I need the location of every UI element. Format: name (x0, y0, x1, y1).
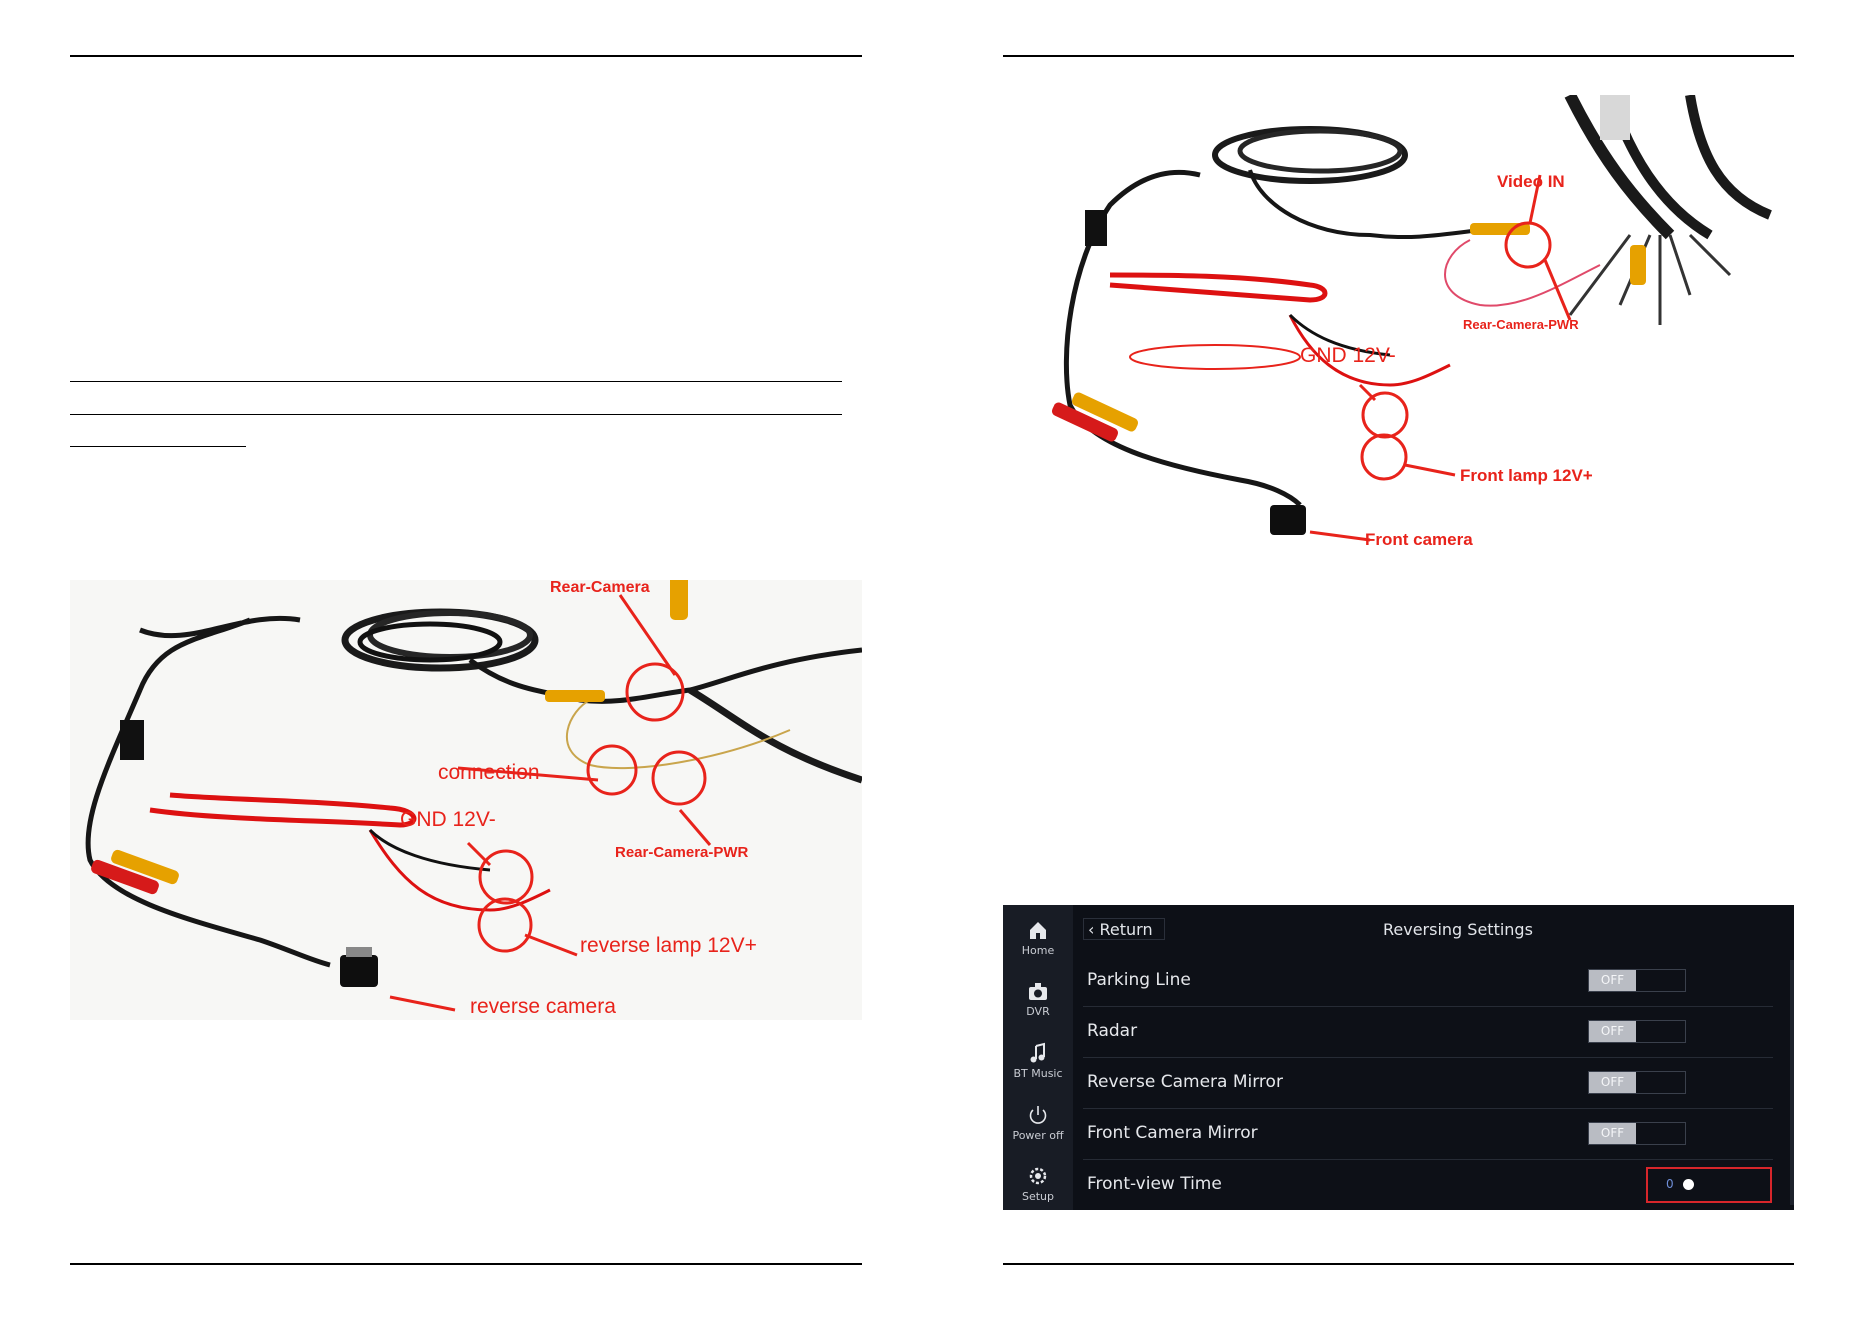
scrollbar[interactable] (1790, 960, 1794, 1205)
reverse-camera-wiring-illustration (85, 580, 862, 1012)
label-rear-camera-pwr: Rear-Camera-PWR (615, 844, 749, 861)
slider-knob[interactable] (1683, 1179, 1694, 1190)
sidebar-nav: Home DVR BT Music Power off Setup (1003, 905, 1073, 1210)
sidebar-item-dvr[interactable]: DVR (1003, 980, 1073, 1018)
reversing-settings-screen: Home DVR BT Music Power off Setup ‹ Retu… (1003, 905, 1794, 1210)
label-connection: connection (438, 761, 540, 784)
left-page-bottom-rule (70, 1263, 862, 1265)
setting-label: Parking Line (1087, 970, 1191, 990)
setting-label: Front-view Time (1087, 1174, 1222, 1194)
parking-line-toggle[interactable]: OFF (1588, 969, 1686, 992)
sidebar-item-label: BT Music (1013, 1067, 1063, 1080)
dvr-camera-icon (1029, 983, 1047, 1000)
sidebar-item-bt-music[interactable]: BT Music (1003, 1042, 1073, 1080)
sidebar-item-home[interactable]: Home (1003, 919, 1073, 957)
home-icon (1030, 922, 1046, 939)
setting-row-front-camera-mirror: Front Camera Mirror OFF (1083, 1108, 1773, 1160)
slider-value: 0 (1666, 1177, 1674, 1191)
sidebar-item-label: Setup (1021, 1190, 1055, 1203)
return-label: Return (1099, 920, 1153, 939)
return-button[interactable]: ‹ Return (1083, 918, 1165, 940)
setup-gear-icon (1029, 1167, 1047, 1185)
front-camera-wiring-illustration (1051, 95, 1772, 542)
left-page-top-rule (70, 55, 862, 57)
reverse-camera-wiring-photo: Rear-Camera connection GND 12V- Rear-Cam… (70, 580, 862, 1020)
setting-label: Front Camera Mirror (1087, 1123, 1258, 1143)
sidebar-item-setup[interactable]: Setup (1003, 1165, 1073, 1203)
toggle-state: OFF (1589, 970, 1636, 991)
setting-label: Reverse Camera Mirror (1087, 1072, 1283, 1092)
label-video-in: Video IN (1497, 172, 1565, 191)
left-page-heading-rule-3 (70, 446, 246, 447)
label-reverse-lamp: reverse lamp 12V+ (580, 934, 757, 957)
sidebar-item-label: Power off (1012, 1129, 1064, 1142)
left-page-heading-rule-2 (70, 414, 842, 415)
left-page-heading-rule-1 (70, 381, 842, 382)
label-gnd-12v: GND 12V- (400, 808, 496, 831)
toggle-state: OFF (1589, 1021, 1636, 1042)
label-rear-camera-pwr-2: Rear-Camera-PWR (1463, 317, 1579, 332)
front-camera-mirror-toggle[interactable]: OFF (1588, 1122, 1686, 1145)
reverse-camera-mirror-toggle[interactable]: OFF (1588, 1071, 1686, 1094)
label-reverse-camera: reverse camera (470, 995, 616, 1018)
power-icon (1029, 1106, 1047, 1124)
toggle-state: OFF (1589, 1123, 1636, 1144)
page-title: Reversing Settings (1383, 920, 1533, 939)
toggle-state: OFF (1589, 1072, 1636, 1093)
right-page-top-rule (1003, 55, 1794, 57)
sidebar-item-label: DVR (1026, 1005, 1050, 1018)
label-gnd-12v-2: GND 12V- (1300, 344, 1396, 367)
setting-row-parking-line: Parking Line OFF (1083, 955, 1773, 1007)
bt-music-icon (1030, 1042, 1045, 1063)
right-page-bottom-rule (1003, 1263, 1794, 1265)
label-rear-camera: Rear-Camera (550, 580, 650, 596)
radar-toggle[interactable]: OFF (1588, 1020, 1686, 1043)
sidebar-item-label: Home (1021, 944, 1055, 957)
sidebar-item-power-off[interactable]: Power off (1003, 1104, 1073, 1142)
front-camera-wiring-photo: Video IN Rear-Camera-PWR GND 12V- Front … (1010, 95, 1794, 565)
setting-row-radar: Radar OFF (1083, 1006, 1773, 1058)
chevron-left-icon: ‹ (1088, 920, 1100, 939)
screen-header: ‹ Return Reversing Settings (1073, 905, 1794, 955)
setting-label: Radar (1087, 1021, 1138, 1041)
label-front-lamp: Front lamp 12V+ (1460, 466, 1593, 485)
setting-row-front-view-time: Front-view Time 0 (1083, 1159, 1773, 1210)
front-view-time-slider[interactable]: 0 (1646, 1167, 1772, 1203)
label-front-camera: Front camera (1365, 530, 1473, 549)
setting-row-reverse-camera-mirror: Reverse Camera Mirror OFF (1083, 1057, 1773, 1109)
